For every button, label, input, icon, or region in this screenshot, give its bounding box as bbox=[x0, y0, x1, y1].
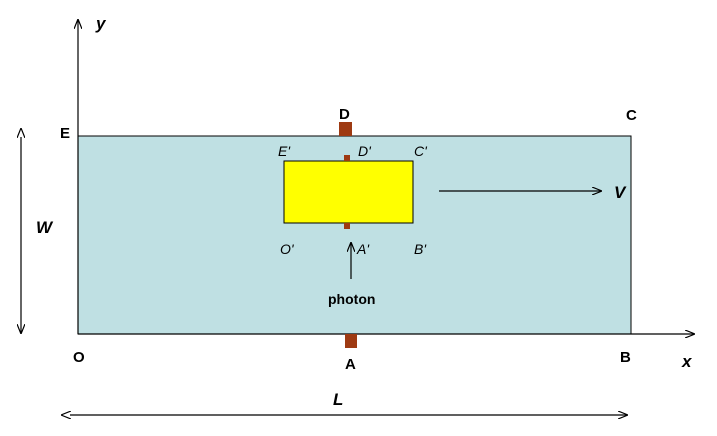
small-rectangle bbox=[283, 160, 414, 224]
label-c-prime: C' bbox=[414, 143, 428, 159]
marker-d bbox=[339, 122, 352, 136]
label-o-prime: O' bbox=[280, 241, 295, 257]
label-o: O bbox=[73, 349, 85, 366]
velocity-label: V bbox=[614, 183, 627, 202]
label-a: A bbox=[345, 356, 356, 373]
label-e: E bbox=[60, 125, 70, 142]
marker-d-prime bbox=[344, 155, 350, 161]
label-d-prime: D' bbox=[358, 143, 372, 159]
x-axis-label: x bbox=[681, 352, 693, 371]
label-e-prime: E' bbox=[278, 143, 291, 159]
label-b-prime: B' bbox=[414, 241, 427, 257]
marker-a bbox=[345, 334, 357, 348]
label-d: D bbox=[339, 106, 350, 123]
width-label: W bbox=[36, 218, 54, 237]
label-a-prime: A' bbox=[356, 241, 370, 257]
length-label: L bbox=[333, 390, 343, 409]
y-axis-label: y bbox=[95, 14, 107, 33]
marker-a-prime bbox=[344, 223, 350, 229]
label-c: C bbox=[626, 107, 637, 124]
label-b: B bbox=[620, 349, 631, 366]
photon-label: photon bbox=[328, 291, 375, 307]
